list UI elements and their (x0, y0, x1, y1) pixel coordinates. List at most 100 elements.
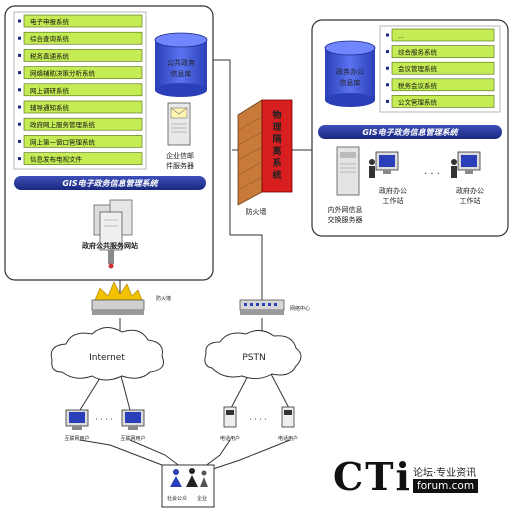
office-db-label-2: 信息库 (340, 78, 361, 87)
pstn-label: PSTN (242, 353, 265, 363)
internet-label: Internet (89, 353, 125, 363)
left-service-item-label: 网上调研系统 (30, 86, 70, 95)
pc-dots: · · · · (95, 415, 113, 424)
right-service-item-label: 公文管理系统 (398, 97, 438, 106)
right-service-item-label: 综合服务系统 (398, 48, 438, 57)
red-wall-label: 物理隔离系统 (272, 109, 281, 181)
internet-cloud-icon (50, 327, 164, 381)
left-service-bullet-icon (18, 157, 21, 161)
workstation-2-label-2: 工作站 (460, 196, 481, 205)
firewall-label: 防火墙 (246, 207, 267, 216)
right-service-bullet-icon (386, 66, 389, 70)
pc-user-1-icon (65, 409, 89, 430)
phone-user-2-icon (281, 406, 295, 428)
office-info-database-icon: 政务办公 信息库 (324, 40, 376, 107)
mail-server-label-2: 件服务器 (166, 161, 194, 170)
left-panel: 电子申报系统综合查询系统税务直通系统网络辅助决策分析系统网上调研系统辅导通知系统… (4, 5, 214, 281)
left-service-item-bg (23, 152, 143, 165)
brand-tagline: 论坛·专业资讯 (413, 468, 477, 479)
right-service-item-bg (391, 45, 495, 58)
firewall-wall-icon: 物理隔离系统 (237, 99, 293, 206)
right-service-item-bg (391, 28, 495, 42)
left-service-bullet-icon (18, 88, 21, 92)
right-service-item-label: ... (398, 32, 404, 40)
cti-forum-logo: CTi 论坛·专业资讯 forum.com (333, 454, 511, 508)
workstation-1-label-1: 政府办公 (379, 186, 407, 195)
office-db-label-1: 政务办公 (336, 67, 364, 76)
small-firewall-icon (91, 281, 145, 315)
left-service-item-label: 网上第一窗口管理系统 (30, 137, 96, 146)
public-label-1: 社会公众 (167, 495, 187, 502)
right-service-item-label: 会议管理系统 (398, 64, 438, 73)
right-service-item-bg (391, 78, 495, 92)
exchange-label-2: 交换服务器 (328, 215, 363, 224)
right-service-item-bg (391, 61, 495, 75)
left-service-item-label: 电子申报系统 (30, 17, 70, 26)
public-label-2: 企业 (197, 495, 207, 502)
left-service-bullet-icon (18, 19, 21, 23)
pc-user-2-label: 互联网用户 (120, 435, 145, 442)
left-service-item-bg (23, 100, 143, 114)
exchange-label-1: 内外网信息 (328, 205, 363, 214)
left-service-item-label: 信息发布电视文件 (30, 155, 83, 164)
phone-user-1-icon (223, 406, 237, 428)
portal-server-icon (93, 199, 133, 269)
left-service-item-bg (23, 135, 143, 148)
public-db-label-1: 公共政务 (167, 58, 195, 67)
right-service-bullet-icon (386, 50, 389, 54)
workstation-2-label-1: 政府办公 (456, 186, 484, 195)
gis-management-bar-left: GIS电子政务信息管理系统 (14, 176, 206, 190)
left-service-item-label: 综合查询系统 (30, 34, 70, 43)
left-service-item-bg (23, 31, 143, 45)
gis-bar-left-label: GIS电子政务信息管理系统 (62, 179, 159, 188)
public-info-database-icon: 公共政务 信息库 (154, 32, 208, 97)
pc-user-2-icon (121, 409, 145, 430)
network-switch-icon (239, 299, 285, 315)
left-service-bullet-icon (18, 71, 21, 75)
public-db-label-2: 信息库 (171, 69, 192, 78)
brand-url: forum.com (413, 479, 479, 493)
workstation-1-icon (369, 151, 399, 178)
left-service-bullet-icon (18, 122, 21, 126)
left-service-item-label: 税务直通系统 (30, 51, 70, 60)
right-service-item-bg (391, 95, 495, 108)
workstation-2-icon (451, 151, 481, 178)
portal-label: 政府公共服务网站 (82, 241, 138, 250)
brand-logo-text: CTi (333, 454, 412, 499)
switch-label: 网络中心 (290, 305, 310, 312)
workstation-1-label-2: 工作站 (383, 196, 404, 205)
left-service-item-bg (23, 14, 143, 28)
right-service-bullet-icon (386, 99, 389, 103)
right-service-bullet-icon (386, 83, 389, 87)
left-service-item-label: 政府网上服务管理系统 (30, 120, 96, 129)
left-service-bullet-icon (18, 36, 21, 40)
left-service-bullet-icon (18, 139, 21, 143)
mail-server-icon (167, 102, 191, 146)
service-list: 电子申报系统综合查询系统税务直通系统网络辅助决策分析系统网上调研系统辅导通知系统… (13, 11, 147, 170)
left-service-item-bg (23, 49, 143, 62)
pstn-cloud-icon (204, 330, 302, 380)
phone-dots: · · · · (249, 415, 267, 424)
public-users-box: 社会公众 企业 (161, 464, 215, 508)
phone-user-2-label: 电话用户 (278, 435, 298, 442)
left-service-item-bg (23, 66, 143, 79)
right-service-item-label: 税务会议系统 (398, 81, 438, 90)
phone-user-1-label: 电话用户 (220, 435, 240, 442)
right-service-bullet-icon (386, 33, 389, 37)
exchange-server-icon (336, 146, 360, 196)
left-service-item-bg (23, 83, 143, 97)
pc-user-1-label: 互联网用户 (64, 435, 89, 442)
people-icon (170, 468, 208, 487)
left-service-item-label: 辅导通知系统 (30, 103, 70, 112)
mail-server-label-1: 企业信邮 (166, 151, 194, 160)
left-service-bullet-icon (18, 53, 21, 57)
left-service-item-label: 网络辅助决策分析系统 (30, 69, 96, 78)
gis-bar-right-label: GIS电子政务信息管理系统 (362, 128, 459, 137)
left-service-bullet-icon (18, 105, 21, 109)
gis-management-bar-right: GIS电子政务信息管理系统 (318, 125, 502, 139)
workstation-dots: · · · (424, 169, 440, 180)
left-service-item-bg (23, 117, 143, 131)
